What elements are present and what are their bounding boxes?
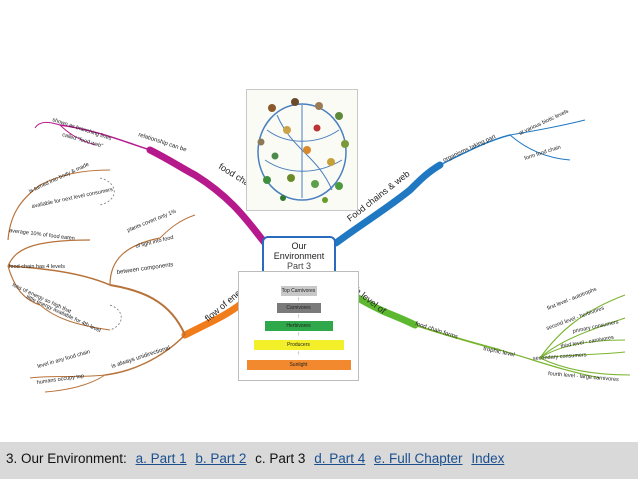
- pyramid-level-top-carnivores: Top Carnivores: [280, 286, 317, 296]
- food-web-image: [246, 89, 358, 211]
- central-topic-title-2: Environment: [273, 251, 325, 261]
- node-at-various: at various biotic levels: [518, 109, 570, 137]
- node-between: between components: [116, 262, 173, 276]
- node-turned: is turned into body & made: [28, 162, 90, 195]
- central-topic-subtitle: Part 3: [286, 261, 311, 271]
- pyramid-level-producers: Producers: [253, 340, 344, 350]
- node-available-next: available for next level consumers: [31, 187, 114, 210]
- link-part-1[interactable]: a. Part 1: [135, 451, 187, 466]
- node-little-energy: little energy available for 4th level: [25, 294, 101, 334]
- link-part-2[interactable]: b. Part 2: [195, 451, 247, 466]
- pyramid-arrow-icon: ↑: [297, 351, 300, 357]
- node-relationship: relationship can be: [137, 132, 187, 153]
- node-secondary-consumers: secondary consumers: [533, 352, 587, 362]
- node-first-level: first level - autotrophs: [547, 287, 598, 312]
- node-level-any: level in any food chain: [37, 349, 91, 370]
- node-humans-top: humans occupy top: [36, 373, 84, 386]
- pyramid-level-sunlight: Sunlight: [246, 360, 351, 370]
- branch-food-chain: [146, 146, 269, 247]
- branch-food-web: [332, 161, 444, 247]
- node-food-chain-4: food chain has 4 levels: [9, 264, 65, 270]
- footer-prefix: 3. Our Environment:: [6, 451, 127, 466]
- node-trophic-level: trophic level: [483, 346, 516, 359]
- pyramid-arrow-icon: ↑: [297, 314, 300, 320]
- energy-pyramid-image: Top Carnivores ↑ Carnivores ↑ Herbivores…: [238, 271, 359, 381]
- node-light-into-food: of light into food: [135, 235, 174, 250]
- node-primary-consumers: primary consumers: [572, 319, 619, 335]
- pyramid-level-herbivores: Herbivores: [264, 321, 333, 331]
- node-food-chain-forms: food chain forms: [414, 321, 458, 340]
- node-fourth-level: fourth level - large carnivores: [548, 371, 619, 383]
- current-part-label: c. Part 3: [255, 451, 306, 466]
- node-organisms: organisms taking part: [442, 134, 497, 164]
- pyramid-arrow-icon: ↑: [297, 297, 300, 303]
- node-plants-covert: plants covert only 1%: [127, 209, 178, 234]
- link-index[interactable]: Index: [471, 451, 505, 466]
- central-topic-title-1: Our: [291, 241, 307, 251]
- node-third-level: third level - carnivores: [560, 335, 614, 350]
- footer-navigation: 3. Our Environment: a. Part 1 b. Part 2 …: [0, 442, 638, 479]
- node-unidirectional: is always unidirectional: [111, 345, 171, 370]
- pyramid-level-carnivores: Carnivores: [276, 303, 321, 313]
- link-part-4[interactable]: d. Part 4: [314, 451, 366, 466]
- link-full-chapter[interactable]: e. Full Chapter: [374, 451, 463, 466]
- pyramid-arrow-icon: ↑: [297, 332, 300, 338]
- node-average-10: average 10% of food eaten: [9, 228, 75, 242]
- node-form-food-chain: form food chain: [524, 144, 562, 161]
